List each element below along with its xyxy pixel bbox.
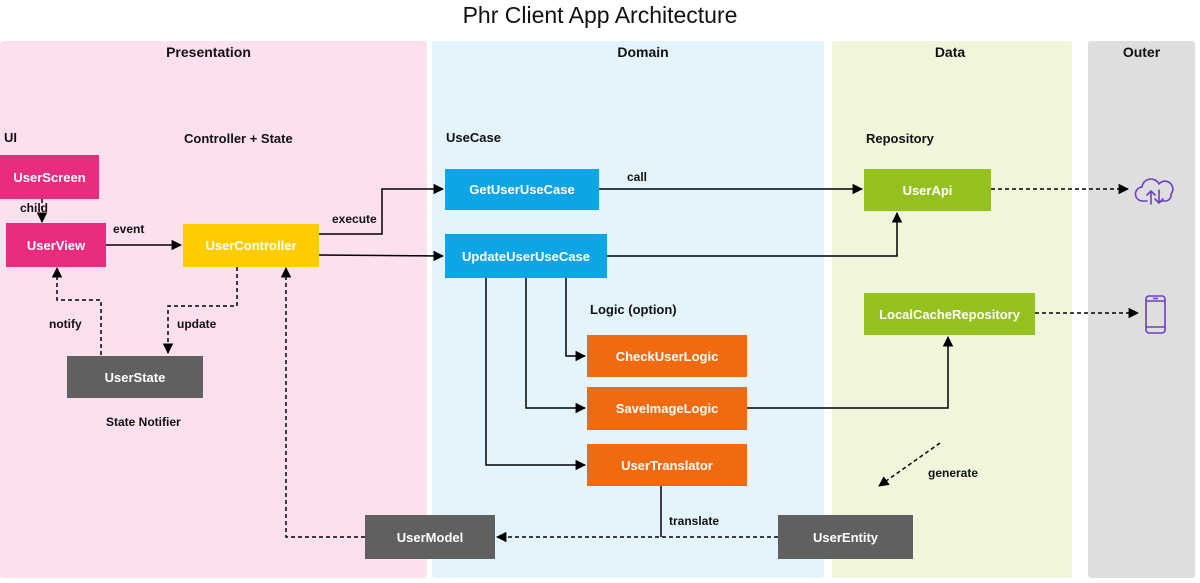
repository-section-label: Repository bbox=[866, 131, 934, 146]
update-call-edge bbox=[607, 211, 903, 257]
domain-layer bbox=[432, 41, 824, 578]
presentation-layer-title: Presentation bbox=[166, 44, 251, 60]
get-user-usecase-node: GetUserUseCase bbox=[445, 169, 599, 210]
user-controller-node: UserController bbox=[183, 224, 319, 267]
user-translator-node: UserTranslator bbox=[587, 444, 747, 486]
execute-edge bbox=[319, 183, 445, 235]
save-cache-edge bbox=[747, 335, 954, 409]
user-entity-node: UserEntity bbox=[778, 515, 913, 559]
outer-layer bbox=[1088, 41, 1195, 578]
diagram-title: Phr Client App Architecture bbox=[462, 2, 738, 28]
outer-layer-title: Outer bbox=[1122, 44, 1161, 60]
cloud-sync-icon bbox=[1134, 178, 1174, 205]
ui-section-label: UI bbox=[4, 130, 17, 145]
save-image-logic-node: SaveImageLogic bbox=[587, 387, 747, 430]
update-edge-label: update bbox=[177, 317, 217, 331]
local-cache-repository-node: LocalCacheRepository bbox=[864, 293, 1035, 335]
user-view-node: UserView bbox=[6, 223, 106, 267]
check-user-logic-node: CheckUserLogic bbox=[587, 335, 747, 377]
child-edge-label: child bbox=[20, 201, 49, 215]
generate-edge-label: generate bbox=[928, 466, 979, 480]
generate-edge bbox=[878, 442, 941, 487]
smartphone-icon bbox=[1145, 295, 1166, 334]
controller-state-section-label: Controller + State bbox=[184, 131, 293, 146]
data-layer-title: Data bbox=[934, 44, 966, 60]
model-controller-edge bbox=[280, 266, 365, 538]
update-edge bbox=[162, 267, 238, 355]
logic-section-label: Logic (option) bbox=[590, 302, 677, 317]
user-state-node: UserState bbox=[67, 356, 203, 398]
call-edge-label: call bbox=[627, 170, 648, 184]
domain-layer-title: Domain bbox=[617, 44, 669, 60]
notify-edge bbox=[51, 266, 102, 355]
event-edge-label: event bbox=[113, 222, 145, 236]
update-user-usecase-node: UpdateUserUseCase bbox=[445, 234, 607, 278]
user-api-node: UserApi bbox=[864, 169, 991, 211]
state-notifier-label: State Notifier bbox=[106, 415, 181, 429]
execute-edge-label: execute bbox=[332, 212, 377, 226]
user-model-node: UserModel bbox=[365, 515, 495, 559]
notify-edge-label: notify bbox=[49, 317, 82, 331]
translate-edge-label: translate bbox=[669, 514, 720, 528]
check-logic-edge bbox=[565, 278, 587, 362]
save-logic-edge bbox=[525, 278, 587, 414]
translator-edge bbox=[485, 278, 587, 471]
execute-update-edge bbox=[318, 250, 445, 262]
usecase-section-label: UseCase bbox=[446, 130, 501, 145]
user-screen-node: UserScreen bbox=[0, 155, 99, 199]
presentation-layer bbox=[0, 41, 427, 578]
